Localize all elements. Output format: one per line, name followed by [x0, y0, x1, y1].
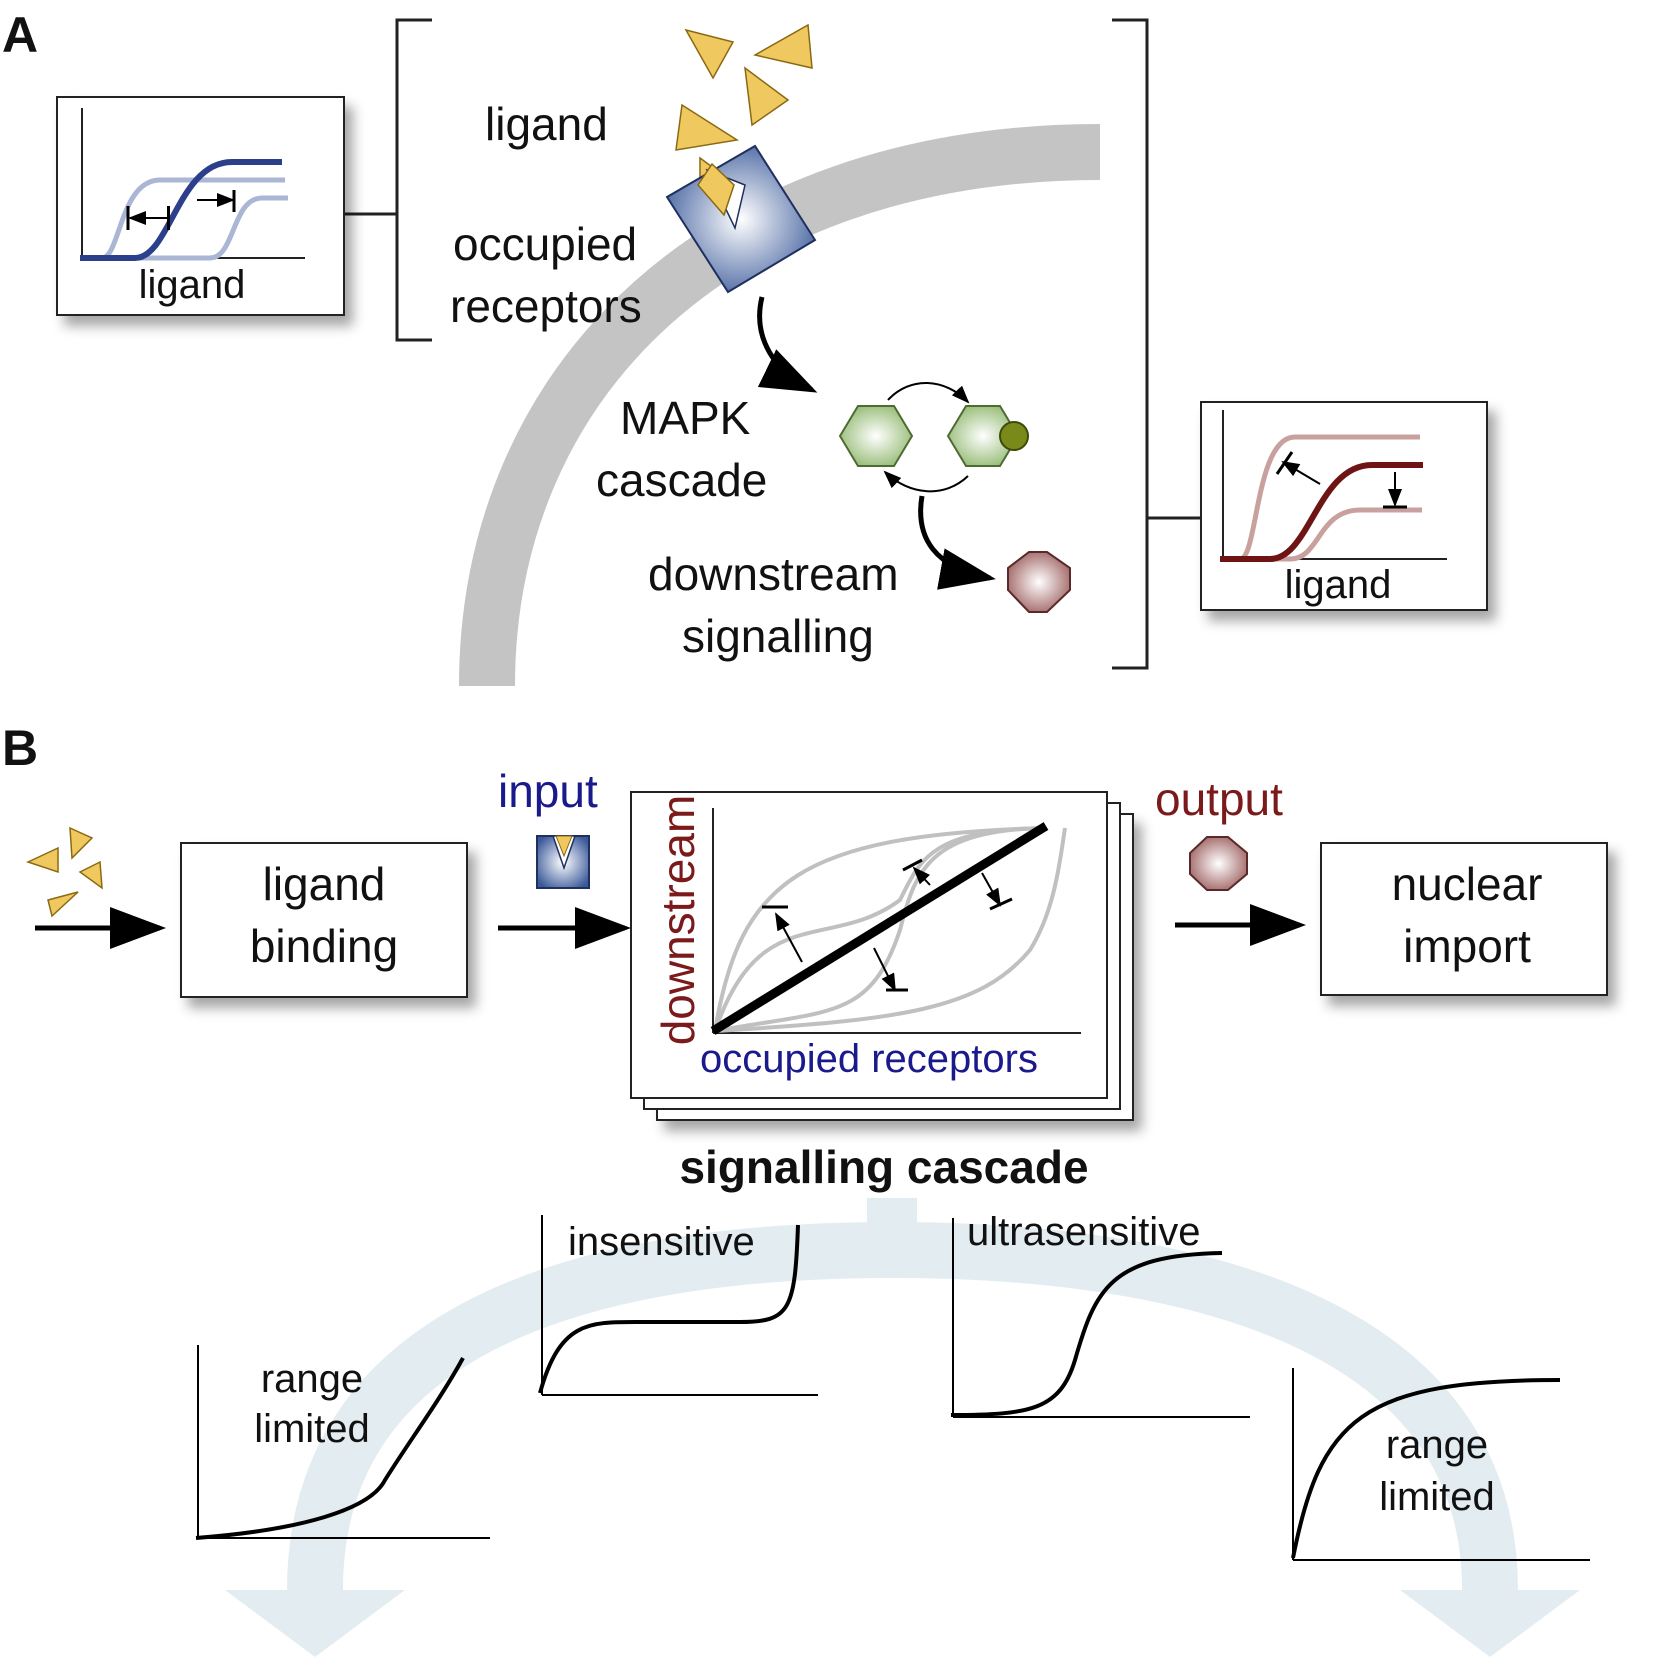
cell-membrane: [459, 124, 1101, 687]
downstream-label-1: downstream: [648, 548, 899, 600]
inset-left-xlabel: ligand: [139, 263, 246, 307]
mini-chart-ultrasensitive: ultrasensitive: [950, 1210, 1250, 1418]
mini-ultrasensitive-label: ultrasensitive: [967, 1210, 1200, 1254]
ligand-triangles: [675, 23, 813, 207]
curve-main: [80, 159, 282, 261]
receptors-label-1: occupied: [453, 218, 637, 270]
cascade-ylabel: downstream: [652, 795, 704, 1046]
mini-insensitive-label: insensitive: [568, 1220, 755, 1264]
inset-right-xlabel: ligand: [1285, 563, 1392, 607]
mapk-hexagon-2: [946, 405, 1029, 467]
ligand-binding-label-1: ligand: [263, 858, 386, 910]
downstream-octagon: [1007, 551, 1071, 613]
curve-right-shift: [80, 195, 288, 261]
cascade-chart: downstream occupied receptors: [630, 791, 1134, 1121]
ligand-binding-label-2: binding: [250, 920, 398, 972]
receptors-label-2: receptors: [450, 280, 642, 332]
arrow-receptor-to-mapk: [757, 296, 818, 393]
mapk-label-2: cascade: [596, 454, 767, 506]
cascade-linear-line: [710, 822, 1049, 1035]
small-ligand-triangles: [25, 826, 103, 918]
mini-range-left-2: limited: [254, 1407, 370, 1451]
cascade-title: signalling cascade: [679, 1141, 1088, 1193]
mini-range-left-1: range: [261, 1357, 363, 1401]
inset-output-chart: ligand: [1200, 401, 1488, 611]
input-receptor-icon: [536, 835, 590, 889]
cycle-arrow-top: [887, 382, 970, 404]
sensitivity-arrow: [1281, 460, 1321, 485]
curve-main-red: [1220, 462, 1423, 562]
mapk-label-1: MAPK: [620, 392, 751, 444]
mini-chart-range-limited-right: range limited: [1291, 1368, 1590, 1561]
cascade-curve-saturating: [713, 826, 1046, 1032]
nuclear-import-box: nuclear import: [1320, 842, 1608, 996]
cycle-arrow-bottom: [883, 470, 969, 493]
cascade-curve-sigmoid-late: [714, 826, 1046, 1033]
output-octagon: [1189, 836, 1248, 891]
bracket-right: [1112, 18, 1149, 670]
panel-b-letter: B: [2, 720, 38, 776]
mapk-hexagon-1: [838, 405, 914, 467]
nuclear-import-label-1: nuclear: [1392, 858, 1543, 910]
cascade-curve-sigmoid-early: [713, 826, 1046, 1032]
ligand-label: ligand: [485, 98, 608, 150]
downstream-label-2: signalling: [682, 610, 874, 662]
curve-lower: [1221, 507, 1422, 562]
receptor-icon: [665, 144, 817, 294]
mini-chart-insensitive: insensitive: [538, 1215, 818, 1396]
output-label: output: [1155, 773, 1283, 825]
nuclear-import-label-2: import: [1403, 920, 1531, 972]
ligand-binding-box: ligand binding: [180, 842, 468, 998]
input-label: input: [498, 765, 598, 817]
cascade-curve-delayed: [714, 827, 1067, 1033]
phospho-circle: [999, 421, 1029, 451]
panel-a-letter: A: [2, 7, 38, 63]
mini-range-right-1: range: [1386, 1423, 1488, 1467]
inset-ligand-shift-chart: ligand: [56, 96, 345, 316]
cascade-xlabel: occupied receptors: [700, 1037, 1038, 1081]
bracket-left: [395, 18, 432, 342]
arrow-mapk-to-downstream: [918, 495, 996, 590]
branching-arrow-band: [225, 1198, 1580, 1657]
mini-range-right-2: limited: [1379, 1475, 1495, 1519]
mini-chart-range-limited-left: range limited: [195, 1345, 490, 1540]
